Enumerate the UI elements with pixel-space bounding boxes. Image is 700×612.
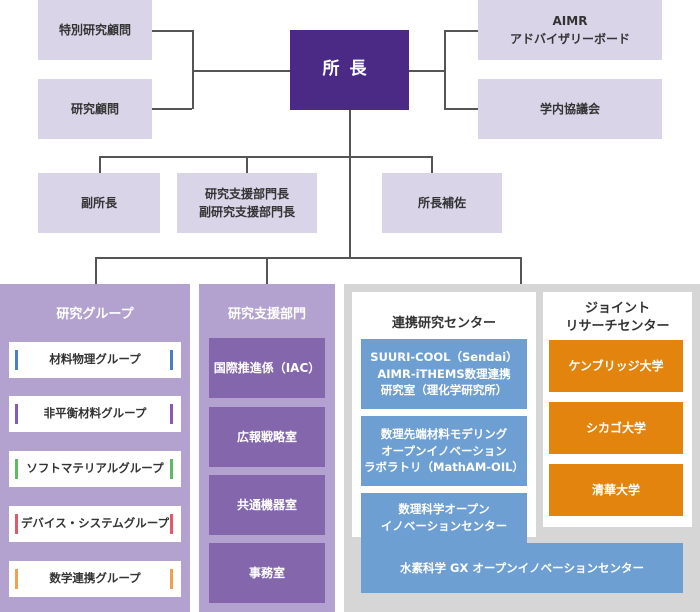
collab-center-panel: 連携研究センター SUURI-COOL（Sendai） AIMR-iTHEMS数… bbox=[352, 292, 536, 543]
group-color-mark bbox=[15, 459, 18, 479]
group-color-mark bbox=[15, 514, 18, 534]
group-color-mark bbox=[15, 350, 18, 370]
connector bbox=[246, 156, 248, 173]
director-box: 所長 bbox=[290, 30, 409, 110]
group-label: 数学連携グループ bbox=[49, 571, 141, 586]
collab-item: 数理先端材料モデリング オープンイノベーション ラボラトリ（MathAM-OIL… bbox=[361, 416, 527, 486]
group-color-mark bbox=[15, 569, 18, 589]
dept-item: 広報戦略室 bbox=[209, 407, 325, 467]
collab-item: SUURI-COOL（Sendai） AIMR-iTHEMS数理連携 研究室（理… bbox=[361, 339, 527, 409]
special-advisor-box: 特別研究顧問 bbox=[38, 0, 152, 60]
joint-item: シカゴ大学 bbox=[549, 402, 683, 454]
connector bbox=[152, 108, 192, 110]
group-color-mark bbox=[15, 404, 18, 424]
group-color-mark bbox=[170, 459, 173, 479]
deputy-director-box: 副所長 bbox=[38, 173, 160, 233]
group-item: ソフトマテリアルグループ bbox=[9, 451, 181, 487]
dept-item: 国際推進係（IAC） bbox=[209, 338, 325, 398]
group-label: ソフトマテリアルグループ bbox=[26, 461, 164, 476]
dept-item: 共通機器室 bbox=[209, 475, 325, 535]
connector bbox=[99, 156, 101, 173]
group-color-mark bbox=[170, 569, 173, 589]
connector bbox=[192, 30, 194, 109]
connector bbox=[431, 156, 433, 173]
joint-center-panel: ジョイント リサーチセンター ケンブリッジ大学 シカゴ大学 清華大学 bbox=[543, 292, 692, 527]
connector bbox=[349, 110, 351, 258]
group-label: 非平衡材料グループ bbox=[43, 406, 147, 421]
group-item: デバイス・システムグループ bbox=[9, 506, 181, 542]
connector bbox=[520, 257, 522, 284]
connector bbox=[95, 257, 521, 259]
collab-item: 数理科学オープン イノベーションセンター bbox=[361, 493, 527, 543]
advisory-board-box: AIMR アドバイザリーボード bbox=[478, 0, 662, 60]
advisor-box: 研究顧問 bbox=[38, 79, 152, 139]
support-dept-title: 研究支援部門 bbox=[227, 307, 306, 322]
connector bbox=[444, 30, 478, 32]
joint-item: ケンブリッジ大学 bbox=[549, 340, 683, 392]
research-groups-title: 研究グループ bbox=[56, 307, 134, 322]
group-label: 材料物理グループ bbox=[49, 352, 141, 367]
connector bbox=[95, 257, 97, 284]
assistant-box: 所長補佐 bbox=[382, 173, 502, 233]
support-head-box: 研究支援部門長 副研究支援部門長 bbox=[177, 173, 317, 233]
research-groups-panel: 研究グループ 材料物理グループ 非平衡材料グループ ソフトマテリアルグループ デ… bbox=[0, 284, 190, 612]
support-dept-panel: 研究支援部門 国際推進係（IAC） 広報戦略室 共通機器室 事務室 bbox=[199, 284, 335, 612]
joint-item: 清華大学 bbox=[549, 464, 683, 516]
hydrogen-center-box: 水素科学 GX オープンイノベーションセンター bbox=[361, 543, 683, 593]
connector bbox=[152, 30, 192, 32]
collaboration-panel: 連携研究センター SUURI-COOL（Sendai） AIMR-iTHEMS数… bbox=[344, 284, 700, 612]
connector bbox=[444, 30, 446, 109]
joint-center-title: ジョイント リサーチセンター bbox=[565, 301, 670, 334]
group-label: デバイス・システムグループ bbox=[20, 516, 170, 531]
dept-item: 事務室 bbox=[209, 543, 325, 603]
connector bbox=[444, 108, 478, 110]
connector bbox=[266, 257, 268, 284]
group-item: 材料物理グループ bbox=[9, 342, 181, 378]
connector bbox=[409, 70, 445, 72]
connector bbox=[99, 156, 432, 158]
collab-center-title: 連携研究センター bbox=[391, 316, 496, 331]
connector bbox=[192, 70, 290, 72]
group-color-mark bbox=[170, 350, 173, 370]
group-color-mark bbox=[170, 514, 173, 534]
group-item: 数学連携グループ bbox=[9, 561, 181, 597]
group-item: 非平衡材料グループ bbox=[9, 396, 181, 432]
group-color-mark bbox=[170, 404, 173, 424]
council-box: 学内協議会 bbox=[478, 79, 662, 139]
